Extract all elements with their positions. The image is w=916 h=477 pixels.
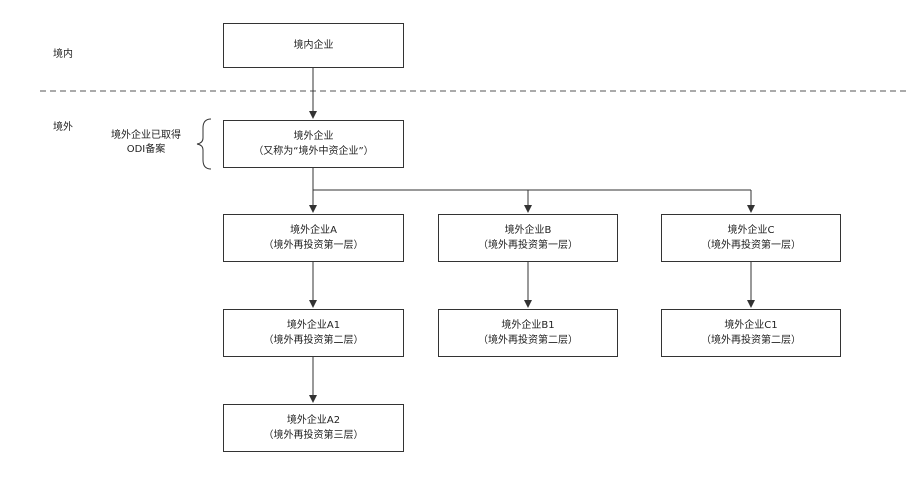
node-enterprise-a1: 境外企业A1 （境外再投资第二层） xyxy=(223,309,404,357)
node-sublabel: （境外再投资第二层） xyxy=(701,335,801,346)
zone-label-overseas: 境外 xyxy=(53,122,73,133)
odi-note-line2: ODI备案 xyxy=(126,144,166,155)
node-label: 境外企业C1 xyxy=(724,320,778,331)
zone-label-domestic: 境内 xyxy=(53,49,73,60)
node-label: 境外企业A1 xyxy=(286,320,341,331)
node-enterprise-a2: 境外企业A2 （境外再投资第三层） xyxy=(223,404,404,452)
odi-note: 境外企业已取得 ODI备案 xyxy=(98,129,194,157)
node-enterprise-b: 境外企业B （境外再投资第一层） xyxy=(438,214,618,262)
node-enterprise-a: 境外企业A （境外再投资第一层） xyxy=(223,214,404,262)
odi-note-line1: 境外企业已取得 xyxy=(111,130,181,141)
node-sublabel: （境外再投资第一层） xyxy=(478,240,578,251)
node-enterprise-b1: 境外企业B1 （境外再投资第二层） xyxy=(438,309,618,357)
node-enterprise-c: 境外企业C （境外再投资第一层） xyxy=(661,214,841,262)
node-sublabel: （境外再投资第一层） xyxy=(263,240,364,251)
node-domestic-enterprise: 境内企业 xyxy=(223,23,404,68)
node-label: 境外企业 xyxy=(293,131,334,142)
node-label: 境外企业C xyxy=(727,225,775,236)
node-sublabel: （境外再投资第一层） xyxy=(701,240,801,251)
node-overseas-enterprise: 境外企业 （又称为“境外中资企业”） xyxy=(223,120,404,168)
node-enterprise-c1: 境外企业C1 （境外再投资第二层） xyxy=(661,309,841,357)
node-label: 境内企业 xyxy=(293,40,334,51)
node-sublabel: （境外再投资第二层） xyxy=(478,335,578,346)
node-label: 境外企业B1 xyxy=(501,320,555,331)
node-label: 境外企业A xyxy=(290,225,337,236)
node-sublabel: （又称为“境外中资企业”） xyxy=(253,146,374,157)
node-sublabel: （境外再投资第二层） xyxy=(263,335,364,346)
node-sublabel: （境外再投资第三层） xyxy=(263,430,364,441)
node-label: 境外企业A2 xyxy=(286,415,341,426)
odi-brace xyxy=(196,118,212,170)
node-label: 境外企业B xyxy=(504,225,552,236)
